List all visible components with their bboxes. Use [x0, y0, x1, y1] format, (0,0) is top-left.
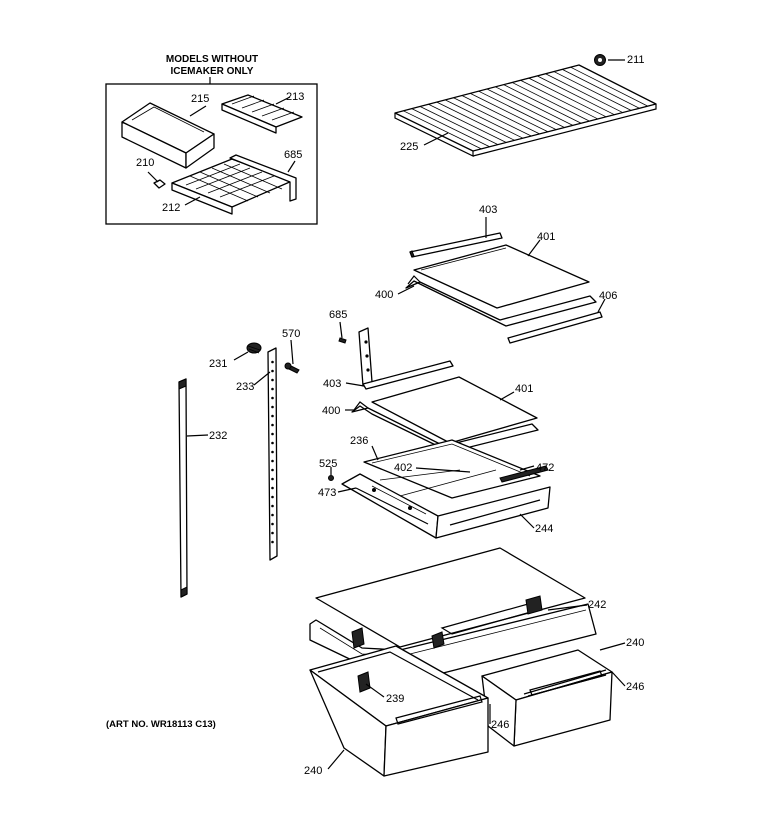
ladder-slot — [271, 441, 274, 445]
callout-246-right: 246 — [626, 681, 644, 693]
ladder-slot — [271, 459, 274, 463]
shelf-wire — [495, 86, 573, 126]
callout-212: 212 — [162, 202, 180, 214]
callout-570: 570 — [282, 328, 300, 340]
ladder-slot — [271, 477, 274, 481]
ladder-slot — [271, 495, 274, 499]
callout-400-middle: 400 — [322, 405, 340, 417]
ice-tray-part — [221, 94, 303, 134]
ice-rack-part — [171, 154, 297, 215]
shelf-wire — [470, 93, 549, 133]
callout-233: 233 — [236, 381, 254, 393]
shelf-wire — [419, 106, 499, 145]
shelf-wire — [503, 84, 582, 124]
callout-213: 213 — [286, 91, 304, 103]
shelf-wire — [570, 66, 648, 107]
crisper-drawer-right — [481, 649, 613, 747]
ladder-slot — [271, 468, 274, 472]
callout-240-right: 240 — [626, 637, 644, 649]
callout-472: 472 — [536, 462, 554, 474]
leader-lines — [147, 59, 626, 770]
callout-685-inset: 685 — [284, 149, 302, 161]
shelf-wire — [528, 77, 607, 118]
ladder-slot — [271, 540, 274, 544]
pan-screw-part — [328, 475, 334, 481]
inset-title-line1: MODELS WITHOUT — [166, 54, 258, 65]
ladder-slot — [271, 504, 274, 508]
ladder-slot — [271, 450, 274, 454]
callout-403-middle: 403 — [323, 378, 341, 390]
shelf-ladder-left — [178, 378, 188, 598]
ladder-cap-part — [246, 342, 262, 354]
shelf-wire — [445, 99, 524, 139]
shelf-ladder-right — [267, 347, 278, 561]
upper-glass-shelf-assembly — [405, 232, 603, 344]
callout-403-upper: 403 — [479, 204, 497, 216]
callout-401-upper: 401 — [537, 231, 555, 243]
art-number-note: (ART NO. WR18113 C13) — [106, 719, 216, 730]
ladder-slot — [271, 423, 274, 427]
ladder-slot — [271, 432, 274, 436]
ladder-slot — [271, 522, 274, 526]
callout-225: 225 — [400, 141, 418, 153]
shelf-wire — [537, 75, 615, 116]
shelf-wire — [562, 69, 640, 109]
screw-part — [284, 362, 300, 374]
inset-title-line2: ICEMAKER ONLY — [171, 66, 254, 77]
ladder-slot — [271, 414, 274, 418]
icemaker-inset: MODELS WITHOUT ICEMAKER ONLY — [105, 54, 318, 225]
wire-shelf-part — [394, 64, 657, 157]
ladder-slot — [271, 486, 274, 490]
shelf-stop-part — [594, 54, 606, 66]
shelf-wire — [403, 110, 482, 150]
shelf-wire — [461, 95, 540, 135]
callout-473: 473 — [318, 487, 336, 499]
callout-236: 236 — [350, 435, 368, 447]
callout-labels: 215 213 210 685 212 211 225 403 401 400 … — [136, 54, 645, 777]
shelf-wire — [436, 101, 515, 141]
callout-211: 211 — [627, 54, 645, 66]
callout-242: 242 — [588, 599, 606, 611]
callout-400-upper: 400 — [375, 289, 393, 301]
callout-231: 231 — [209, 358, 227, 370]
small-screw-part — [338, 337, 347, 344]
shelf-wire — [453, 97, 532, 137]
shelf-wire — [553, 71, 632, 111]
shelf-wire — [545, 73, 623, 113]
shelf-wire — [511, 82, 590, 122]
callout-402: 402 — [394, 462, 412, 474]
shelf-wire — [478, 90, 557, 130]
crisper-drawer-left — [309, 645, 489, 777]
clip-part — [153, 179, 166, 189]
callout-244: 244 — [535, 523, 553, 535]
callout-240-left: 240 — [304, 765, 322, 777]
callout-232: 232 — [209, 430, 227, 442]
ladder-slot — [271, 513, 274, 517]
callout-406: 406 — [599, 290, 617, 302]
callout-215: 215 — [191, 93, 209, 105]
callout-210: 210 — [136, 157, 154, 169]
inset-frame — [105, 83, 318, 225]
callout-239: 239 — [386, 693, 404, 705]
callout-246-left: 246 — [491, 719, 509, 731]
ladder-slot — [271, 369, 274, 373]
callout-401-middle: 401 — [515, 383, 533, 395]
shelf-wire — [520, 79, 598, 120]
callout-685: 685 — [329, 309, 347, 321]
shelf-wire — [486, 88, 565, 128]
ladder-slot — [271, 387, 274, 391]
middle-shelf-assembly — [341, 327, 551, 539]
ladder-slot — [271, 405, 274, 409]
shelf-wire — [428, 103, 507, 143]
shelf-wire — [411, 108, 490, 148]
ladder-slot — [271, 531, 274, 535]
ice-bucket-part — [121, 102, 215, 169]
ladder-slot — [271, 378, 274, 382]
ladder-slot — [271, 396, 274, 400]
ladder-slot — [271, 360, 274, 364]
callout-525: 525 — [319, 458, 337, 470]
